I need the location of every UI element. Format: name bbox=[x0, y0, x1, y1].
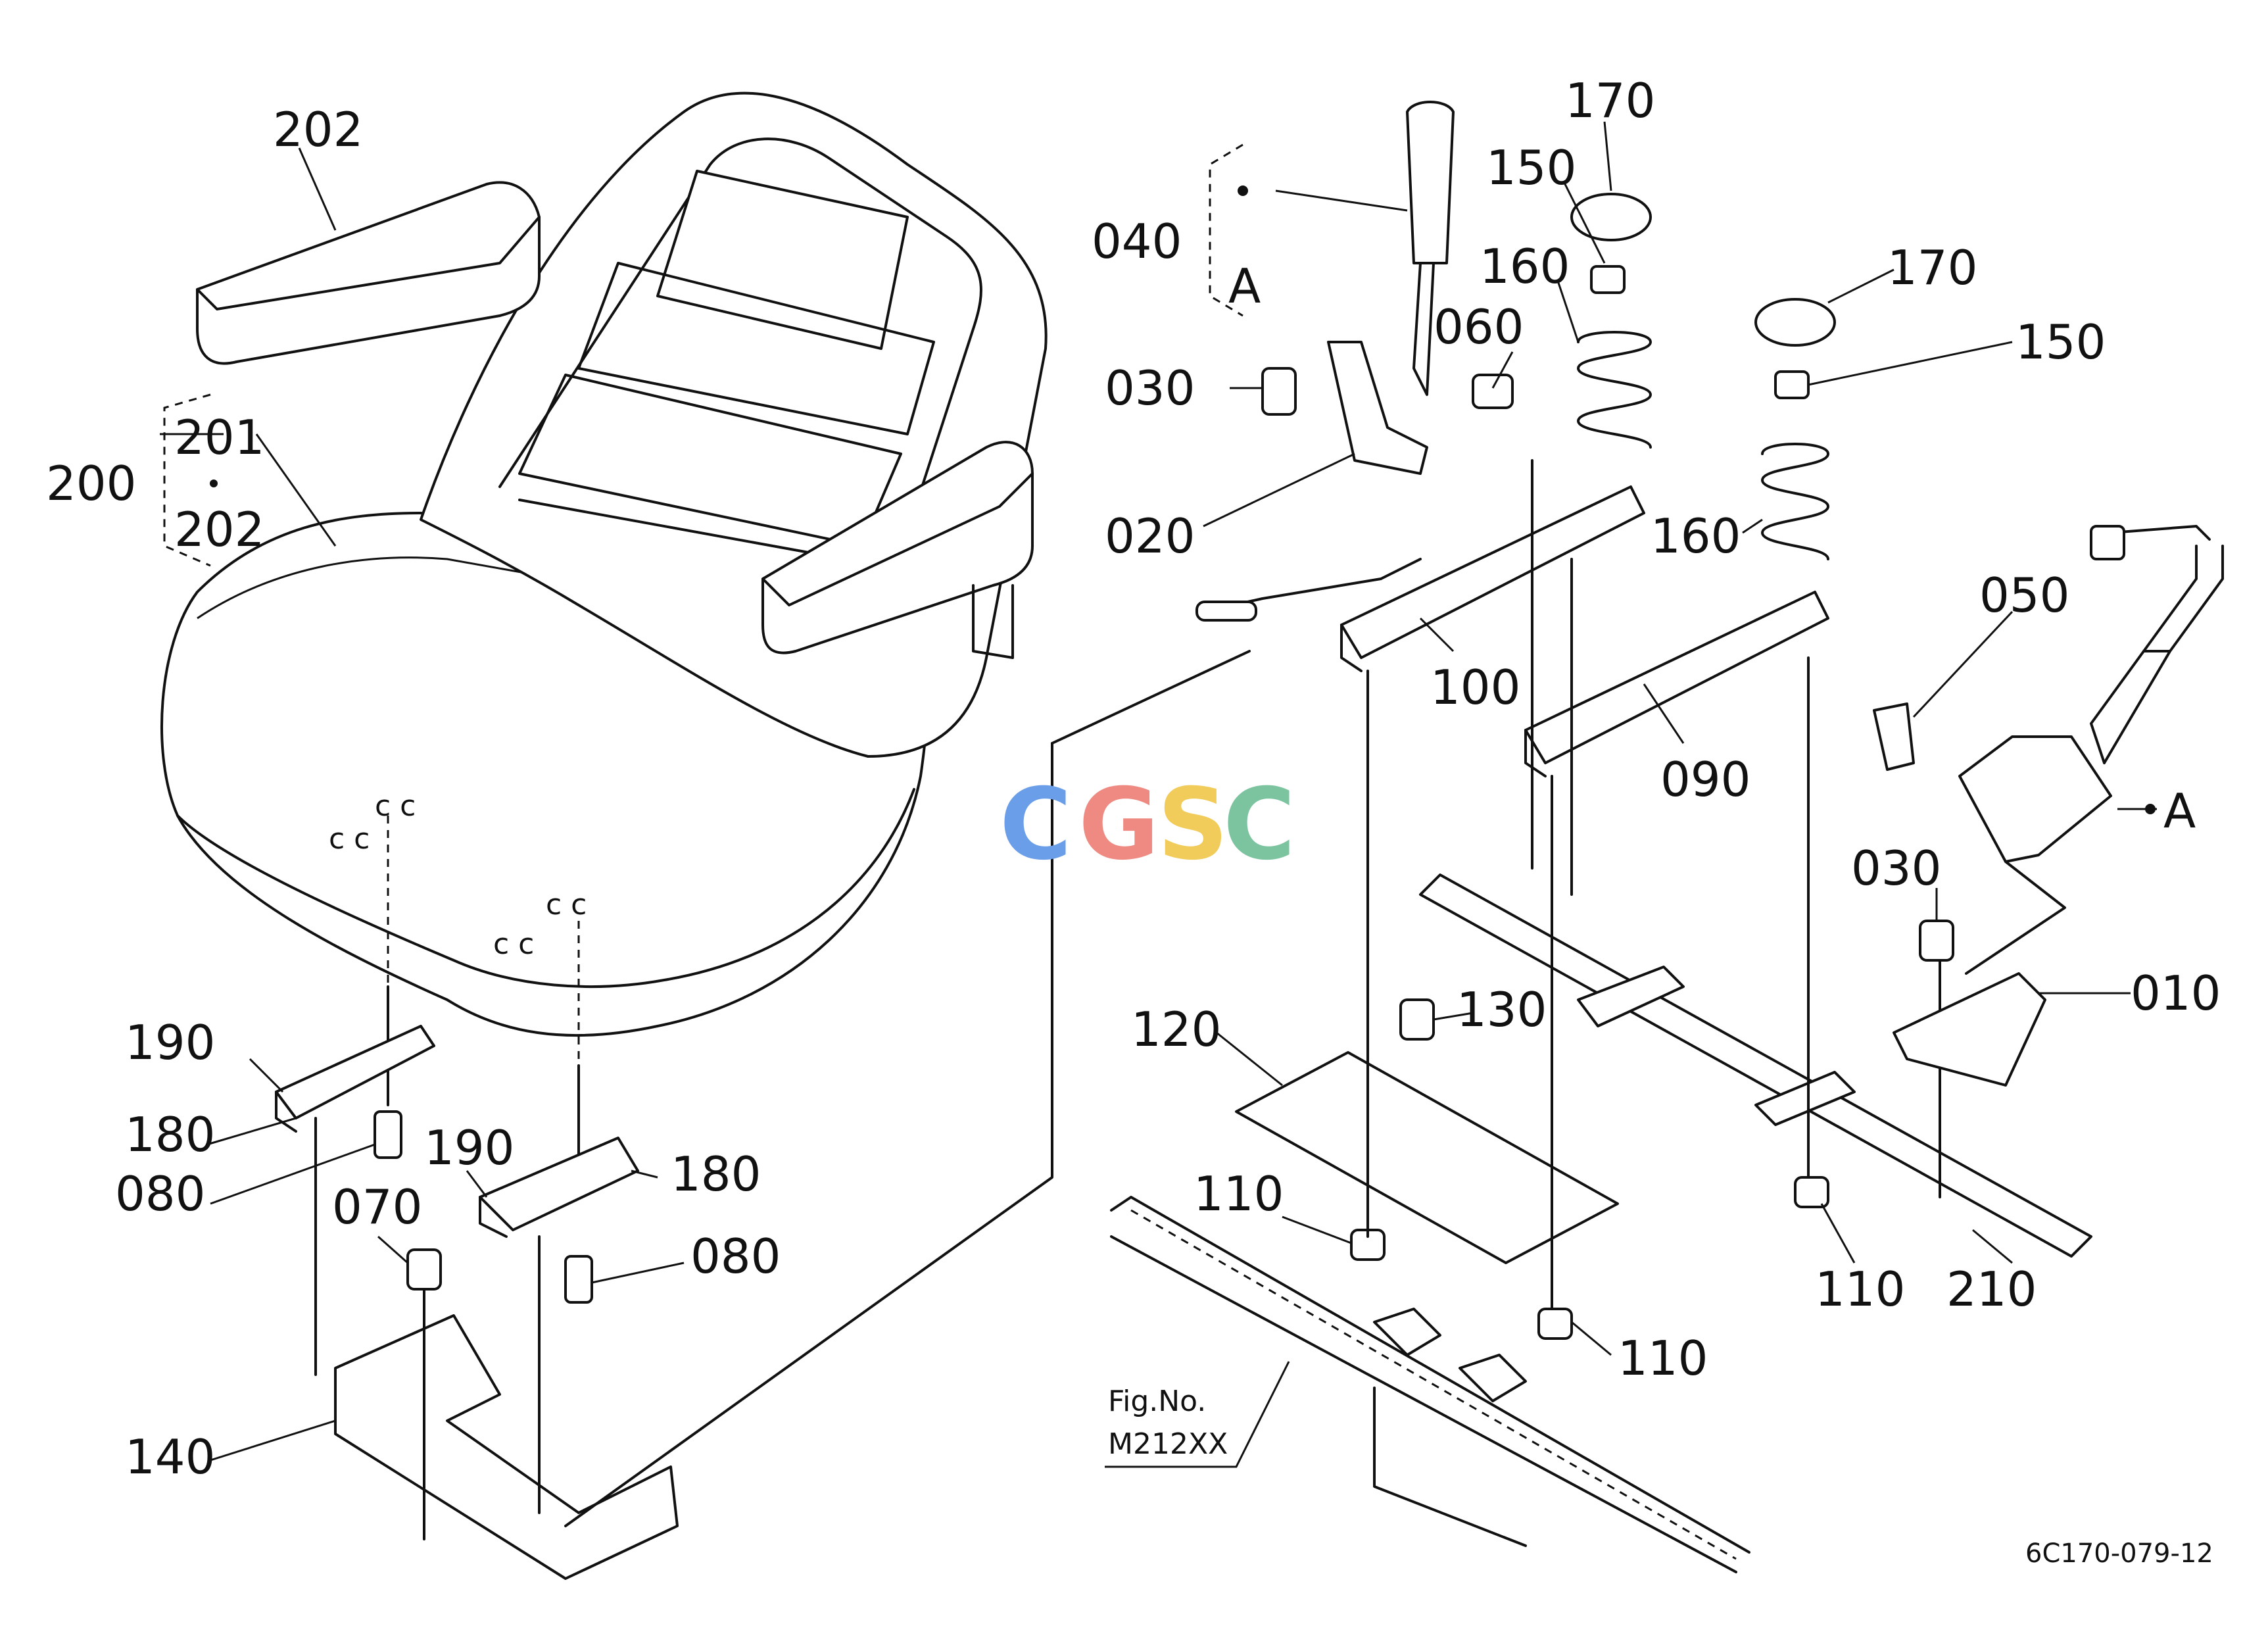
callout-010: 010 bbox=[2131, 966, 2221, 1021]
callout-040: 040 bbox=[1092, 214, 1182, 269]
callout-100: 100 bbox=[1430, 660, 1520, 715]
group-brackets bbox=[163, 143, 2156, 814]
watermark-letter-1: C bbox=[1000, 768, 1072, 882]
callout-180-left: 180 bbox=[125, 1107, 215, 1162]
figure-reference-line1: Fig.No. bbox=[1108, 1385, 1206, 1418]
svg-text:c c: c c bbox=[546, 888, 587, 922]
callout-070: 070 bbox=[332, 1179, 422, 1235]
callout-150-right: 150 bbox=[2015, 314, 2106, 370]
drawing-code: 6C170-079-12 bbox=[2025, 1538, 2213, 1569]
callout-160-right: 160 bbox=[1651, 508, 1741, 564]
seat-mount-brackets bbox=[275, 650, 1251, 1580]
watermark-logo: C G S C bbox=[1000, 768, 1295, 882]
callout-030-left: 030 bbox=[1105, 360, 1195, 416]
callout-050-ref: A bbox=[2163, 783, 2196, 839]
callout-020: 020 bbox=[1105, 508, 1195, 564]
callout-170-right: 170 bbox=[1887, 240, 1977, 295]
callout-090: 090 bbox=[1660, 752, 1750, 807]
svg-text:c c: c c bbox=[493, 927, 534, 961]
callout-110-right: 110 bbox=[1815, 1262, 1905, 1317]
callout-120: 120 bbox=[1131, 1002, 1221, 1057]
callout-170-left: 170 bbox=[1565, 73, 1655, 128]
callout-202-group: 202 bbox=[174, 502, 264, 557]
callout-160-left: 160 bbox=[1480, 239, 1570, 294]
callout-190-mid: 190 bbox=[424, 1120, 514, 1175]
callout-200: 200 bbox=[46, 456, 136, 511]
callout-201: 201 bbox=[174, 410, 264, 465]
callout-190-left: 190 bbox=[125, 1015, 215, 1070]
callout-140: 140 bbox=[125, 1429, 215, 1485]
watermark-letter-4: C bbox=[1223, 768, 1295, 882]
figure-reference-line2: M212XX bbox=[1108, 1427, 1228, 1461]
callout-labels: 202 200 201 202 190 180 080 190 180 070 … bbox=[46, 73, 2221, 1485]
callout-210: 210 bbox=[1946, 1262, 2037, 1317]
slide-rail-assembly bbox=[1110, 101, 2092, 1573]
callout-150-left: 150 bbox=[1486, 140, 1576, 195]
seat-assembly: c c c c c c c c bbox=[160, 91, 1048, 1037]
svg-text:c c: c c bbox=[375, 789, 416, 823]
callout-050: 050 bbox=[1979, 568, 2069, 623]
callout-180-mid: 180 bbox=[671, 1146, 761, 1202]
seat-belt-assembly bbox=[1873, 525, 2224, 1087]
callout-130: 130 bbox=[1457, 982, 1547, 1037]
watermark-letter-3: S bbox=[1157, 768, 1228, 882]
watermark-letter-2: G bbox=[1078, 768, 1159, 882]
svg-text:c c: c c bbox=[329, 822, 370, 856]
callout-040-ref: A bbox=[1228, 258, 1261, 314]
callout-110-mid: 110 bbox=[1618, 1331, 1708, 1386]
callout-110-left: 110 bbox=[1194, 1166, 1284, 1221]
figure-reference: Fig.No. M212XX bbox=[1108, 1385, 1228, 1461]
leader-lines bbox=[160, 121, 2157, 1468]
callout-030-right: 030 bbox=[1851, 841, 1941, 896]
callout-080-left: 080 bbox=[115, 1166, 205, 1221]
callout-080-mid: 080 bbox=[690, 1229, 781, 1284]
callout-202-armrest: 202 bbox=[273, 102, 363, 157]
callout-060: 060 bbox=[1434, 299, 1524, 355]
